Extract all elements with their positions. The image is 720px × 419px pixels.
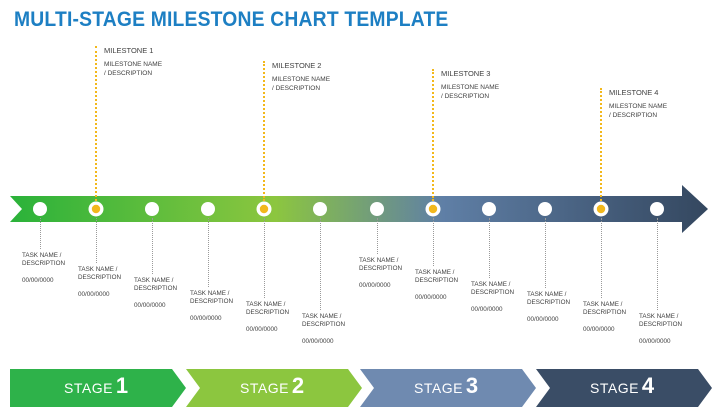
- milestone-connector: [600, 88, 602, 201]
- stage-2-chevron: [186, 369, 362, 407]
- stage-number: 1: [115, 373, 129, 398]
- milestone-marker-dot: [259, 204, 269, 214]
- task-name: TASK NAME / DESCRIPTION: [78, 266, 122, 281]
- milestone-marker-dot: [596, 204, 606, 214]
- stage-word: STAGE: [64, 380, 113, 396]
- task-connector: [264, 218, 265, 298]
- stage-number: 3: [465, 373, 479, 398]
- task-name: TASK NAME / DESCRIPTION: [583, 301, 627, 316]
- task-connector: [489, 218, 490, 278]
- task-date: 00/00/0000: [639, 338, 671, 345]
- stage-number: 2: [291, 373, 305, 398]
- task-node: [650, 202, 664, 216]
- task-date: 00/00/0000: [302, 338, 334, 345]
- task-connector: [320, 218, 321, 310]
- task-node: [33, 202, 47, 216]
- milestone-title: MILESTONE 2: [272, 61, 322, 70]
- task-name: TASK NAME / DESCRIPTION: [302, 313, 346, 328]
- stage-3-chevron: [360, 369, 536, 407]
- milestone-title: MILESTONE 1: [104, 46, 154, 55]
- milestone-description: MILESTONE NAME / DESCRIPTION: [441, 84, 500, 100]
- task-date: 00/00/0000: [22, 277, 54, 284]
- task-name: TASK NAME / DESCRIPTION: [471, 281, 515, 296]
- milestone-connector: [95, 46, 97, 201]
- task-name: TASK NAME / DESCRIPTION: [639, 313, 683, 328]
- milestone-connector: [432, 69, 434, 201]
- task-connector: [545, 218, 546, 288]
- milestone-connector: [263, 61, 265, 201]
- stage-word: STAGE: [414, 380, 463, 396]
- task-name: TASK NAME / DESCRIPTION: [190, 290, 234, 305]
- milestone-description: MILESTONE NAME / DESCRIPTION: [272, 76, 331, 92]
- task-connector: [208, 218, 209, 287]
- task-node: [145, 202, 159, 216]
- task-date: 00/00/0000: [190, 315, 222, 322]
- stage-word: STAGE: [240, 380, 289, 396]
- task-name: TASK NAME / DESCRIPTION: [134, 277, 178, 292]
- timeline-arrow: [10, 185, 708, 233]
- stage-1-chevron: [10, 369, 186, 407]
- stage-4-chevron: [536, 369, 712, 407]
- stage-word: STAGE: [590, 380, 639, 396]
- task-connector: [96, 218, 97, 263]
- task-connector: [152, 218, 153, 274]
- task-name: TASK NAME / DESCRIPTION: [246, 301, 290, 316]
- milestone-marker-dot: [428, 204, 438, 214]
- milestone-marker-dot: [91, 204, 101, 214]
- task-date: 00/00/0000: [134, 302, 166, 309]
- task-connector: [40, 218, 41, 249]
- task-name: TASK NAME / DESCRIPTION: [527, 291, 571, 306]
- task-name: TASK NAME / DESCRIPTION: [415, 269, 459, 284]
- task-date: 00/00/0000: [78, 291, 110, 298]
- milestone-title: MILESTONE 4: [609, 88, 659, 97]
- page-title: MULTI-STAGE MILESTONE CHART TEMPLATE: [14, 8, 449, 31]
- milestone-description: MILESTONE NAME / DESCRIPTION: [104, 61, 163, 77]
- task-node: [482, 202, 496, 216]
- task-node: [201, 202, 215, 216]
- stage-number: 4: [641, 373, 655, 398]
- task-date: 00/00/0000: [359, 282, 391, 289]
- task-date: 00/00/0000: [471, 306, 503, 313]
- task-name: TASK NAME / DESCRIPTION: [359, 257, 403, 272]
- task-node: [370, 202, 384, 216]
- task-date: 00/00/0000: [583, 326, 615, 333]
- task-connector: [601, 218, 602, 298]
- task-date: 00/00/0000: [246, 326, 278, 333]
- task-date: 00/00/0000: [527, 316, 559, 323]
- task-node: [313, 202, 327, 216]
- task-connector: [657, 218, 658, 310]
- task-connector: [433, 218, 434, 266]
- task-date: 00/00/0000: [415, 294, 447, 301]
- task-name: TASK NAME / DESCRIPTION: [22, 252, 66, 267]
- task-node: [538, 202, 552, 216]
- task-connector: [377, 218, 378, 254]
- milestone-description: MILESTONE NAME / DESCRIPTION: [609, 103, 668, 119]
- milestone-title: MILESTONE 3: [441, 69, 491, 78]
